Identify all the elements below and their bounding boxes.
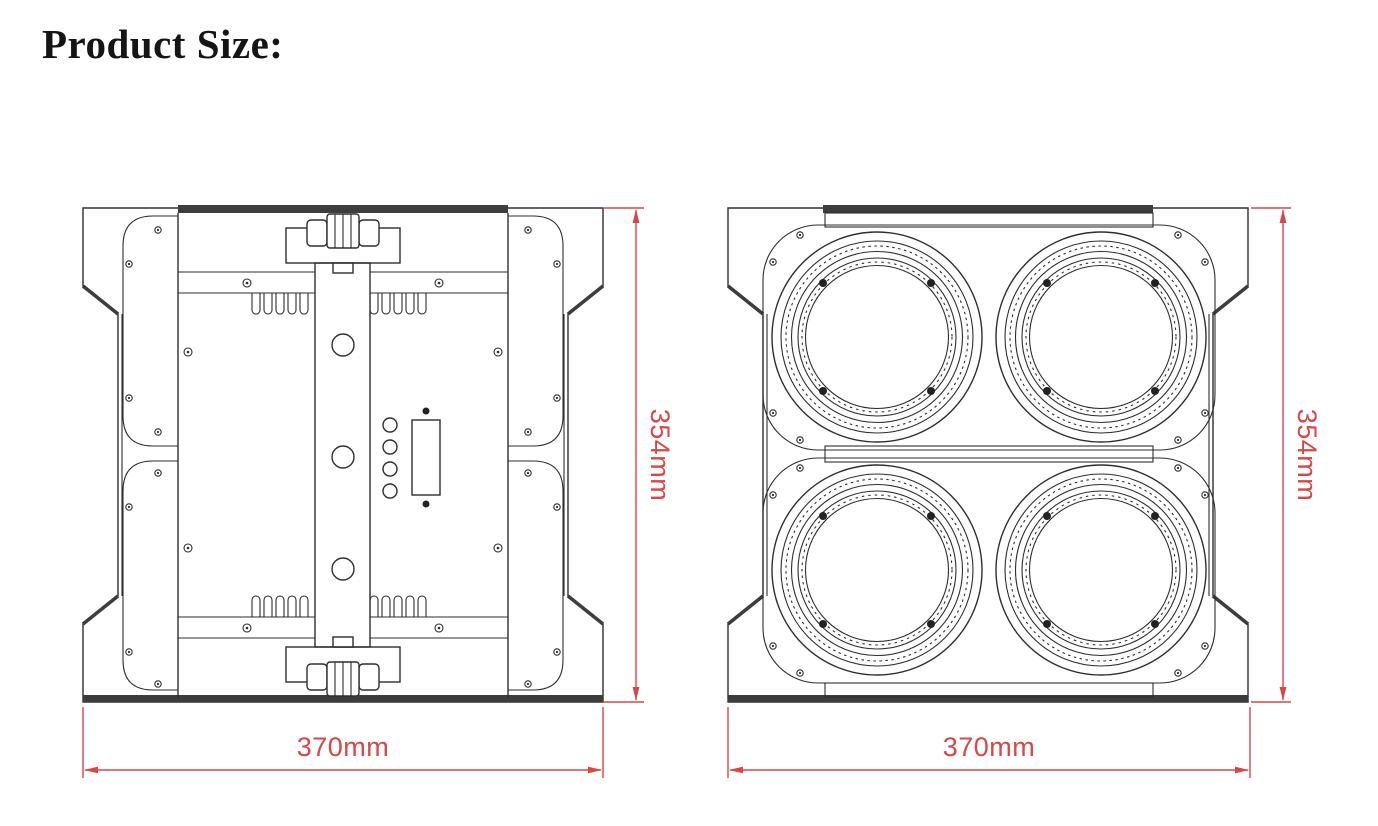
rear-panel-screw: [183, 347, 193, 357]
rear-view-drawing: [81, 203, 605, 704]
lens-top-right: [995, 231, 1207, 443]
lens-bottom-left: [771, 464, 983, 676]
control-button: [382, 439, 398, 455]
rear-panel-screw: [493, 543, 503, 553]
front-height-dimension: 354mm: [1251, 207, 1322, 703]
top-clamp-knob: [285, 213, 401, 264]
rear-side-plates: [122, 215, 564, 691]
front-top-module: [762, 224, 1216, 451]
rear-rail-screw: [434, 623, 444, 633]
front-width-label: 370mm: [943, 732, 1036, 762]
front-joint-strips: [824, 212, 1154, 698]
rear-control-cluster: [382, 407, 441, 508]
rear-rail-screw: [242, 623, 252, 633]
control-button: [382, 483, 398, 499]
rear-rail-screw: [434, 278, 444, 288]
rear-panel-screw: [493, 347, 503, 357]
lens-top-left: [771, 231, 983, 443]
bottom-clamp-knob: [285, 646, 401, 697]
control-button: [382, 417, 398, 433]
rear-rail-screw: [242, 278, 252, 288]
connector-plate: [411, 419, 441, 496]
mounting-bracket-column: [285, 213, 401, 697]
rear-width-dimension: 370mm: [82, 707, 604, 778]
front-view-drawing: [726, 203, 1250, 704]
rear-height-label: 354mm: [645, 409, 675, 502]
front-width-dimension: 370mm: [727, 707, 1251, 778]
page-title: Product Size:: [42, 21, 284, 67]
lens-bottom-right: [995, 464, 1207, 676]
control-button: [382, 461, 398, 477]
rear-width-label: 370mm: [297, 732, 390, 762]
rear-height-dimension: 354mm: [604, 207, 675, 703]
front-height-label: 354mm: [1292, 409, 1322, 502]
front-bottom-module: [762, 457, 1216, 684]
rear-panel-screw: [183, 543, 193, 553]
